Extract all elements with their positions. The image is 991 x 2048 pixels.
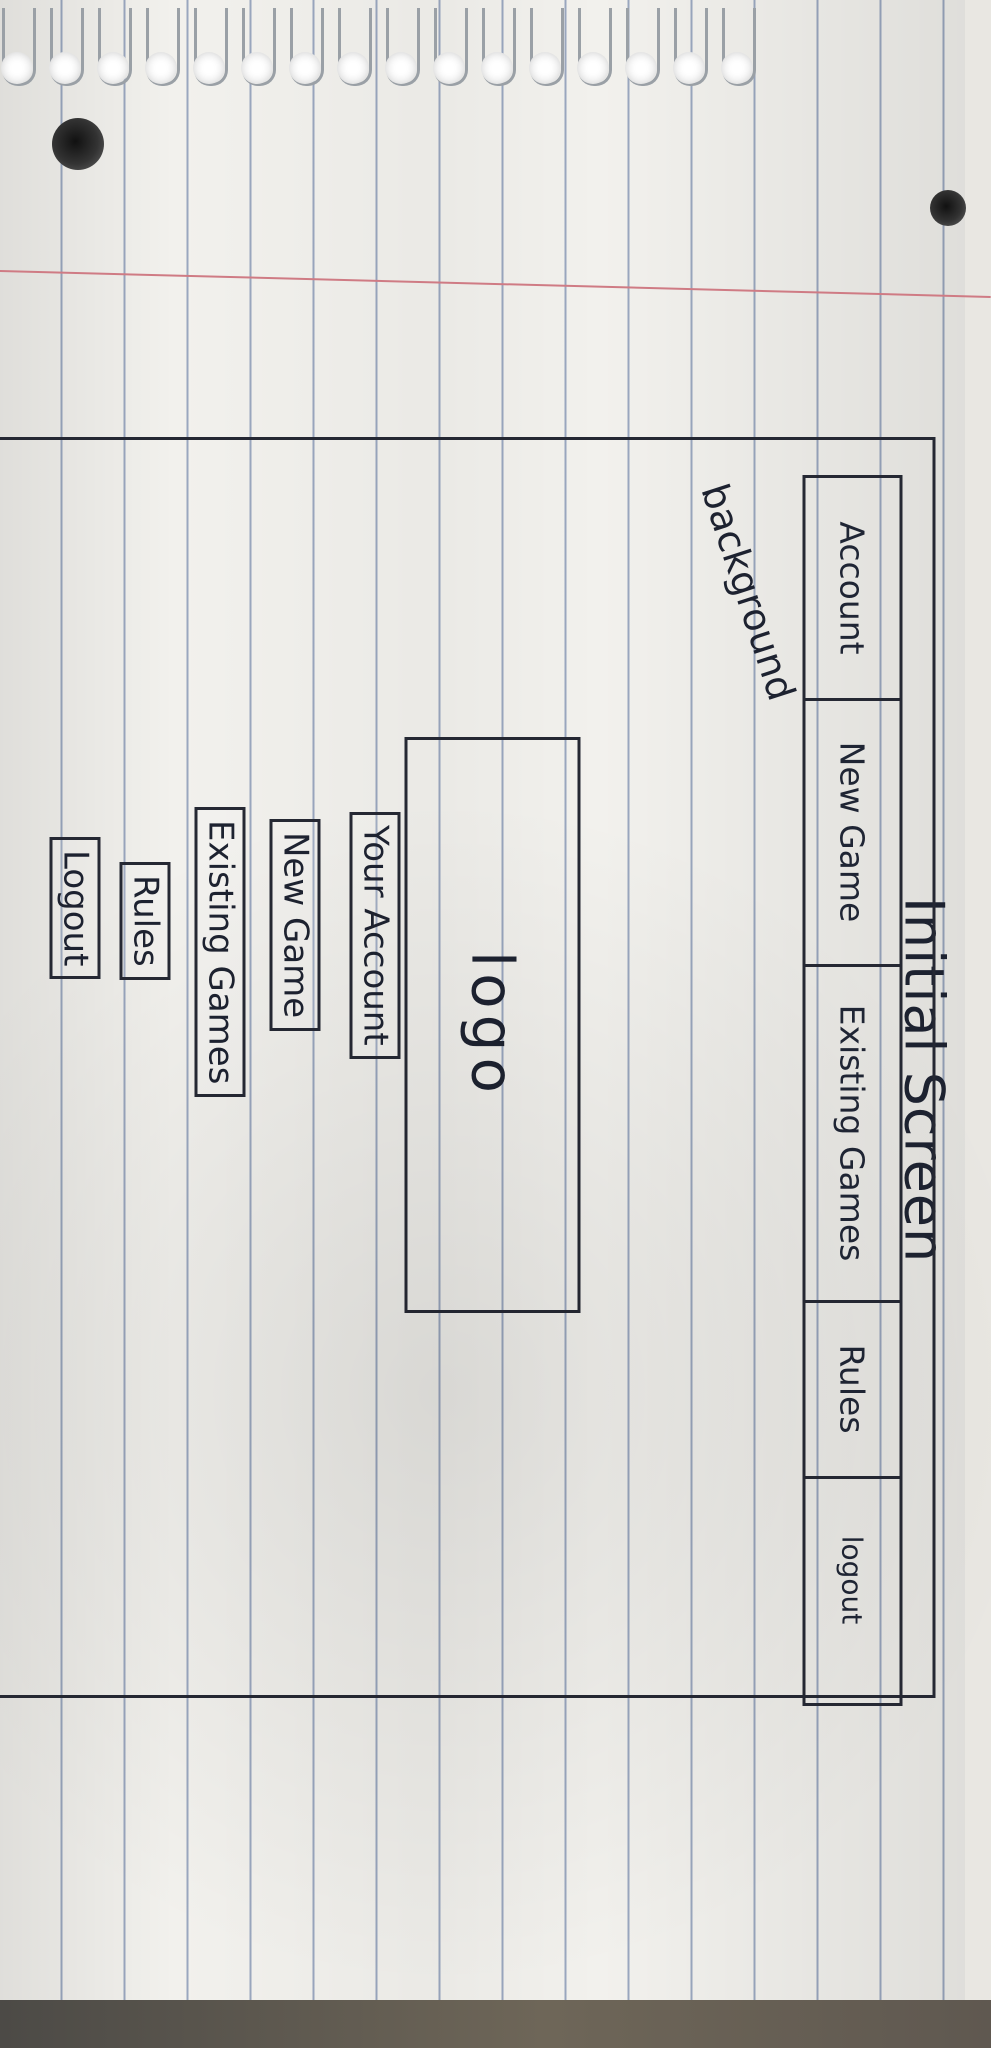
nav-logout[interactable]: logout [836,1535,869,1625]
existing-games-button[interactable]: Existing Games [194,807,246,1098]
sketch-wireframe: Initial Screen Account New Game Existing… [0,197,991,1847]
nav-divider [803,964,902,967]
nav-account[interactable]: Account [833,521,872,655]
nav-new-game[interactable]: New Game [833,741,872,923]
punched-hole-icon [52,118,104,170]
table-surface [0,2000,991,2048]
rules-button[interactable]: Rules [119,862,171,980]
notebook-paper [0,0,965,2000]
nav-divider [803,1476,902,1479]
new-game-button[interactable]: New Game [269,819,321,1032]
logout-button[interactable]: Logout [49,837,101,980]
nav-existing-games[interactable]: Existing Games [833,1004,872,1262]
logo-placeholder: logo [404,737,581,1313]
nav-rules[interactable]: Rules [833,1344,872,1434]
punched-hole-icon [930,190,966,226]
top-nav: Account New Game Existing Games Rules lo… [802,475,903,1706]
nav-divider [803,1300,902,1303]
your-account-button[interactable]: Your Account [349,812,401,1059]
nav-divider [803,698,902,701]
